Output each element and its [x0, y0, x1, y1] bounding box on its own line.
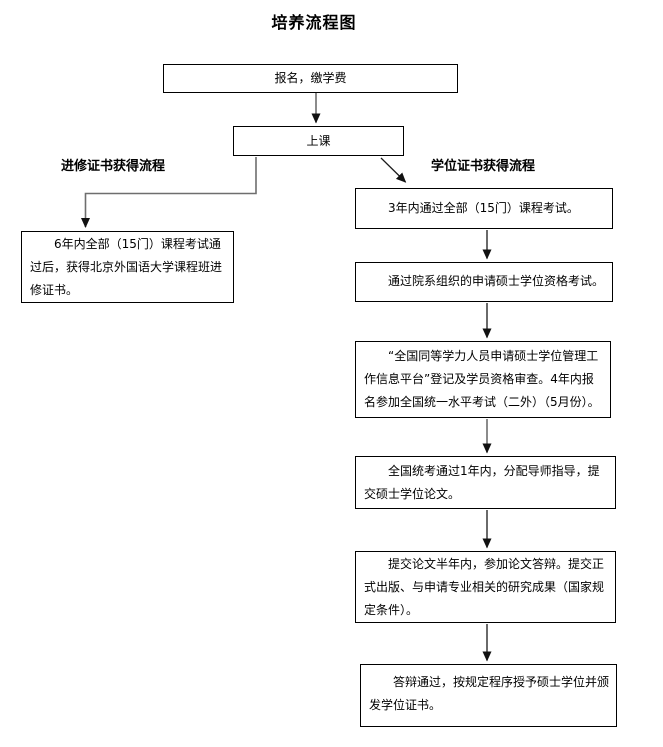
branch-label-certificate: 进修证书获得流程 — [61, 159, 166, 174]
node-degree-step-5: 提交论文半年内，参加论文答辩。提交正式出版、与申请专业相关的研究成果（国家规定条… — [355, 551, 616, 623]
node-certificate-step-1: 6年内全部（15门）课程考试通过后，获得北京外国语大学课程班进修证书。 — [21, 231, 234, 303]
node-attend-class: 上课 — [233, 126, 404, 156]
node-enroll-pay: 报名，缴学费 — [163, 64, 458, 93]
arrow-class-to-degree — [380, 157, 407, 183]
branch-label-degree: 学位证书获得流程 — [431, 159, 536, 174]
node-degree-step-6: 答辩通过，按规定程序授予硕士学位并颁发学位证书。 — [360, 664, 617, 727]
node-degree-step-3: “全国同等学力人员申请硕士学位管理工作信息平台”登记及学员资格审查。4年内报名参… — [355, 341, 611, 418]
node-degree-step-4: 全国统考通过1年内，分配导师指导，提交硕士学位论文。 — [355, 456, 616, 509]
diagram-title: 培养流程图 — [271, 13, 357, 32]
node-degree-step-2: 通过院系组织的申请硕士学位资格考试。 — [355, 262, 613, 302]
node-degree-step-1: 3年内通过全部（15门）课程考试。 — [355, 188, 613, 229]
